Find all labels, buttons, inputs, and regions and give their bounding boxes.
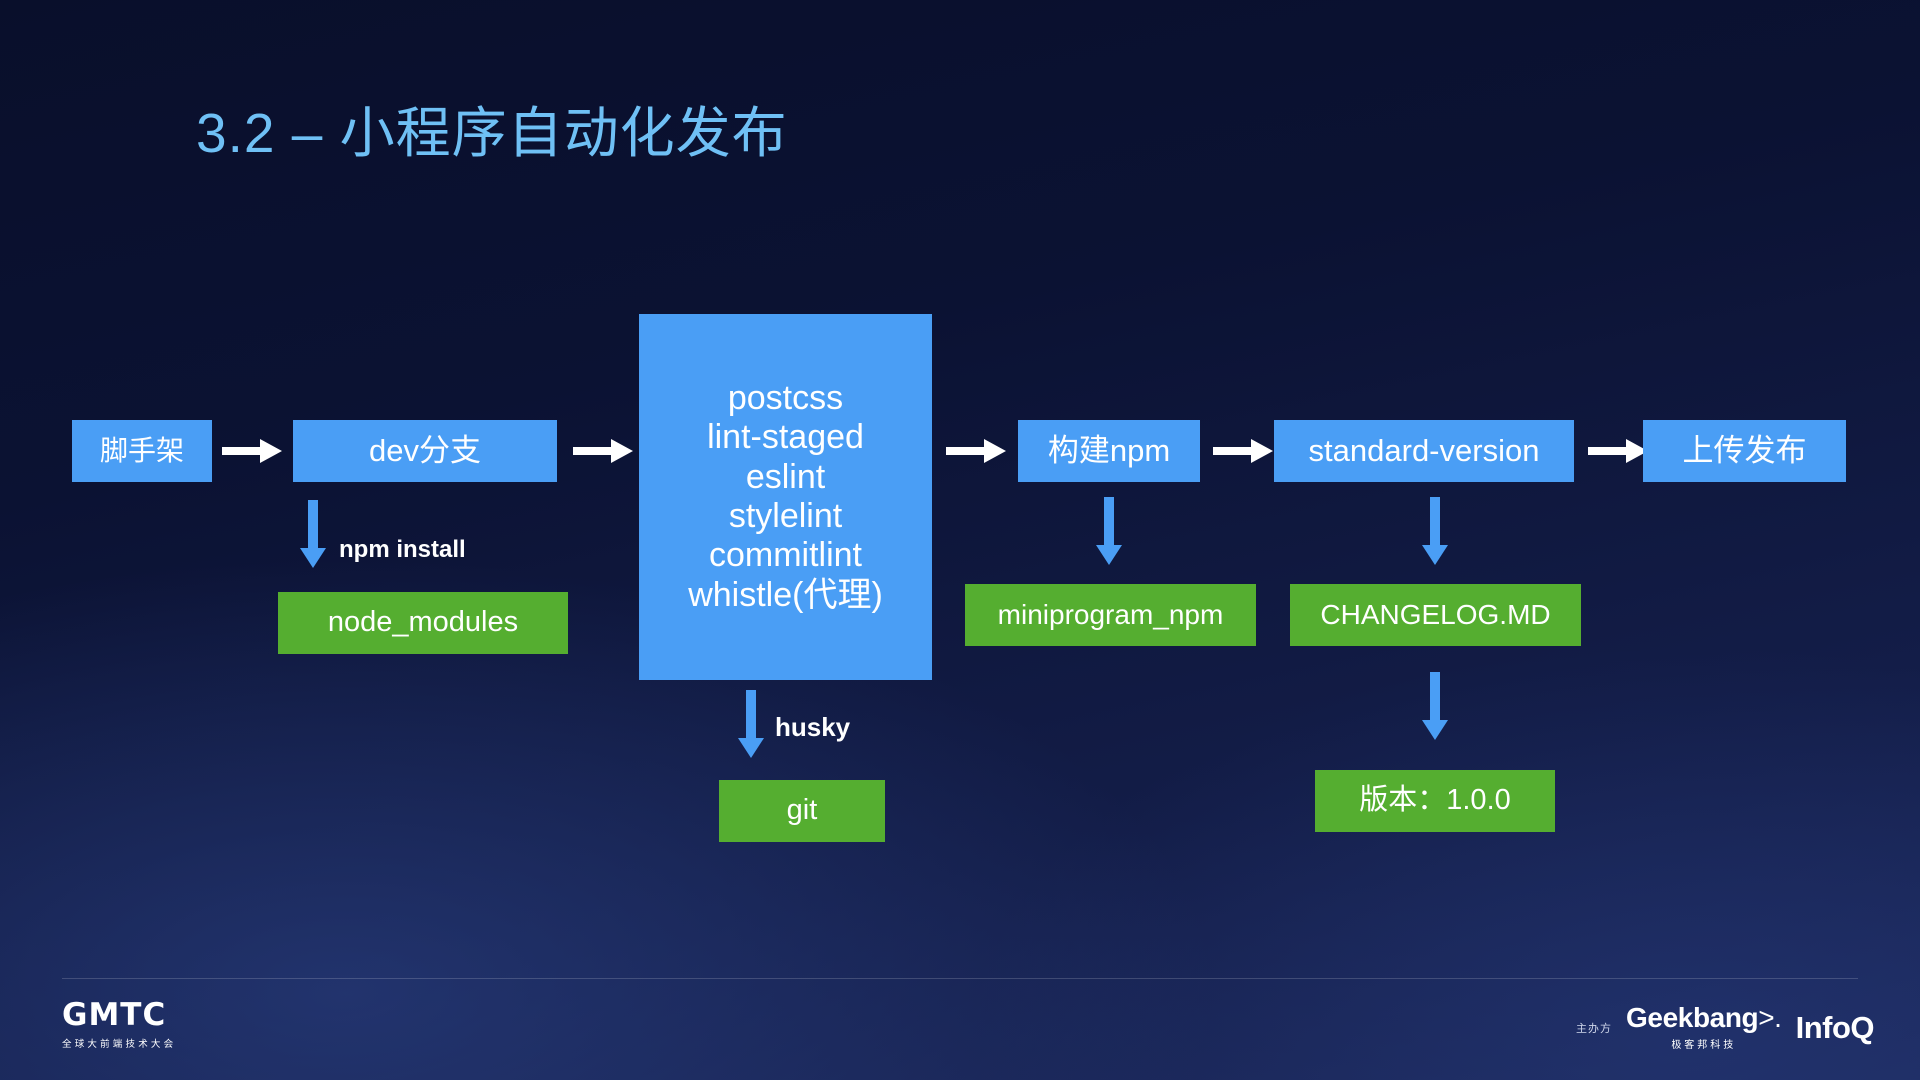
output-box-version[interactable]: 版本：1.0.0 (1315, 770, 1555, 832)
arrow-down-changelog (1422, 497, 1448, 565)
output-box-node-modules-label: node_modules (327, 606, 519, 639)
pipeline-line-0: postcss (727, 378, 844, 417)
flow-box-scaffold[interactable]: 脚手架 (72, 420, 212, 482)
edge-label-husky: husky (775, 712, 851, 742)
output-box-changelog-label: CHANGELOG.MD (1320, 598, 1551, 630)
infoq-logo: InfoQ (1795, 1010, 1875, 1045)
arrow-right-3 (946, 439, 1006, 463)
output-box-node-modules[interactable]: node_modules (278, 592, 568, 654)
flow-box-upload-release-label: 上传发布 (1682, 433, 1807, 469)
pipeline-line-2: eslint (745, 457, 826, 496)
flow-box-standard-version[interactable]: standard-version (1274, 420, 1574, 482)
host-label: 主办方 (1576, 1022, 1613, 1035)
flow-box-upload-release[interactable]: 上传发布 (1643, 420, 1846, 482)
flow-box-lint-pipeline[interactable]: postcss lint-staged eslint stylelint com… (639, 314, 932, 680)
geekbang-logo: Geekbang>. 极客邦科技 (1626, 1004, 1782, 1052)
footer-divider (62, 978, 1858, 979)
arrow-right-4 (1213, 439, 1273, 463)
gmtc-logo-word: GMTC (62, 997, 167, 1033)
output-box-miniprogram-npm-label: miniprogram_npm (997, 598, 1224, 630)
geekbang-logo-word: Geekbang>. (1626, 1004, 1782, 1032)
pipeline-line-3: stylelint (728, 497, 843, 535)
arrow-right-5 (1588, 439, 1648, 463)
pipeline-line-1: lint-staged (707, 418, 864, 457)
output-box-version-label: 版本：1.0.0 (1359, 784, 1511, 817)
arrow-down-npm-install (300, 500, 326, 568)
flow-box-scaffold-label: 脚手架 (99, 434, 184, 466)
flow-box-standard-version-label: standard-version (1308, 433, 1540, 469)
arrow-down-version (1422, 672, 1448, 740)
sponsor-logos: 主办方 Geekbang>. 极客邦科技 InfoQ (1576, 1004, 1875, 1052)
page-title: 3.2 – 小程序自动化发布 (196, 102, 788, 164)
output-box-miniprogram-npm[interactable]: miniprogram_npm (965, 584, 1256, 646)
output-box-git[interactable]: git (719, 780, 885, 842)
flow-box-dev-branch-label: dev分支 (369, 433, 481, 469)
arrow-down-husky (738, 690, 764, 758)
edge-label-npm-install: npm install (339, 536, 466, 563)
flow-box-build-npm[interactable]: 构建npm (1018, 420, 1200, 482)
arrow-right-2 (573, 439, 633, 463)
output-box-git-label: git (786, 794, 818, 827)
arrow-right-1 (222, 439, 282, 463)
output-box-changelog[interactable]: CHANGELOG.MD (1290, 584, 1581, 646)
geekbang-word-text: Geekbang (1626, 1002, 1759, 1033)
geekbang-logo-sub: 极客邦科技 (1671, 1040, 1737, 1051)
pipeline-line-5: whistle(代理) (688, 575, 883, 614)
flow-box-dev-branch[interactable]: dev分支 (293, 420, 557, 482)
flow-box-build-npm-label: 构建npm (1047, 433, 1171, 469)
arrow-down-miniprogram (1096, 497, 1122, 565)
geekbang-word-tail: >. (1758, 1002, 1782, 1033)
pipeline-line-4: commitlint (708, 536, 863, 575)
gmtc-logo-tagline: 全球大前端技术大会 (62, 1039, 177, 1050)
gmtc-logo: GMTC 全球大前端技术大会 (62, 997, 177, 1051)
